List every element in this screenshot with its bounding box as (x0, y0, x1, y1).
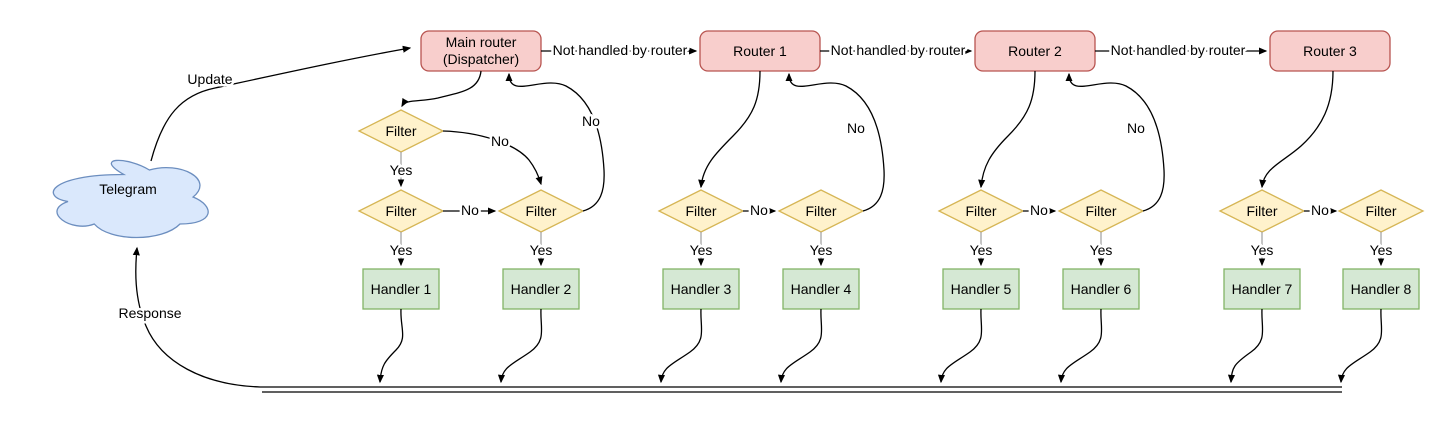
edge-label-not-handled-3: Not handled by router (1111, 42, 1246, 58)
filter-label: Filter (685, 203, 716, 219)
filter-label: Filter (965, 203, 996, 219)
edge-label-yes: Yes (690, 242, 713, 258)
edge-label-not-handled-1: Not handled by router (553, 42, 688, 58)
filter-label: Filter (385, 123, 416, 139)
edge-handler4-bus (777, 308, 823, 384)
edge-handler8-bus (1337, 308, 1383, 384)
edge-label-yes: Yes (1090, 242, 1113, 258)
edge-label-yes: Yes (810, 242, 833, 258)
edge-label-no: No (461, 202, 479, 218)
handler-2-label: Handler 2 (511, 281, 572, 297)
edge-label-yes: Yes (390, 242, 413, 258)
filter-label: Filter (1246, 203, 1277, 219)
edge-label-no: No (1127, 120, 1145, 136)
handler-6-label: Handler 6 (1071, 281, 1132, 297)
telegram-cloud (52, 159, 209, 239)
filter-router3-right (1337, 189, 1425, 233)
filter-label: Filter (525, 203, 556, 219)
edge-handler3-bus (657, 308, 703, 384)
handler-8-node (1342, 268, 1420, 310)
edge-label-no: No (491, 133, 509, 149)
edge-no-return-dispatcher (505, 72, 605, 212)
handler-3-label: Handler 3 (671, 281, 732, 297)
edge-handler6-bus (1057, 308, 1103, 384)
handler-1-label: Handler 1 (371, 281, 432, 297)
edge-label-yes: Yes (1251, 242, 1274, 258)
edge-dispatcher-to-filter (401, 70, 482, 108)
handler-3-node (662, 268, 740, 310)
edge-label-yes: Yes (1370, 242, 1393, 258)
edge-label-update: Update (187, 71, 232, 87)
edge-no-return-router2 (1065, 72, 1165, 212)
handler-5-label: Handler 5 (951, 281, 1012, 297)
edge-filter-no-curve (442, 130, 543, 186)
filter-label: Filter (1085, 203, 1116, 219)
edge-label-not-handled-2: Not handled by router (831, 42, 966, 58)
handler-1-node (362, 268, 440, 310)
edge-label-no: No (847, 120, 865, 136)
handler-8-label: Handler 8 (1351, 281, 1412, 297)
telegram-label: Telegram (99, 181, 157, 197)
edge-handler7-bus (1227, 308, 1264, 384)
filter-label: Filter (385, 203, 416, 219)
edge-label-yes: Yes (530, 242, 553, 258)
router-3-label: Router 3 (1303, 43, 1357, 59)
edge-no-return-router1 (785, 72, 885, 212)
edge-router1-to-filter (698, 70, 761, 189)
edge-update (150, 45, 412, 162)
router-1-label: Router 1 (733, 43, 787, 59)
edge-handler2-bus (497, 308, 543, 384)
edge-label-no: No (750, 202, 768, 218)
handler-7-node (1223, 268, 1301, 310)
edge-label-response: Response (118, 305, 181, 321)
edge-label-yes: Yes (390, 162, 413, 178)
router-2-label: Router 2 (1008, 43, 1062, 59)
edge-handler1-bus (376, 308, 404, 384)
handler-4-node (782, 268, 860, 310)
edge-label-no: No (582, 113, 600, 129)
edge-label-no: No (1030, 202, 1048, 218)
handler-7-label: Handler 7 (1232, 281, 1293, 297)
handler-4-label: Handler 4 (791, 281, 852, 297)
main-router-label-line1: Main router (446, 34, 517, 50)
handler-6-node (1062, 268, 1140, 310)
edge-handler5-bus (937, 308, 983, 384)
edge-router2-to-filter (978, 70, 1036, 189)
filter-label: Filter (805, 203, 836, 219)
edge-label-no: No (1311, 202, 1329, 218)
edge-label-yes: Yes (970, 242, 993, 258)
edge-response (132, 246, 261, 388)
main-router-label-line2: (Dispatcher) (443, 51, 519, 67)
filter-label: Filter (1365, 203, 1396, 219)
edge-router3-to-filter (1259, 70, 1334, 189)
router-3-node (1269, 30, 1391, 72)
